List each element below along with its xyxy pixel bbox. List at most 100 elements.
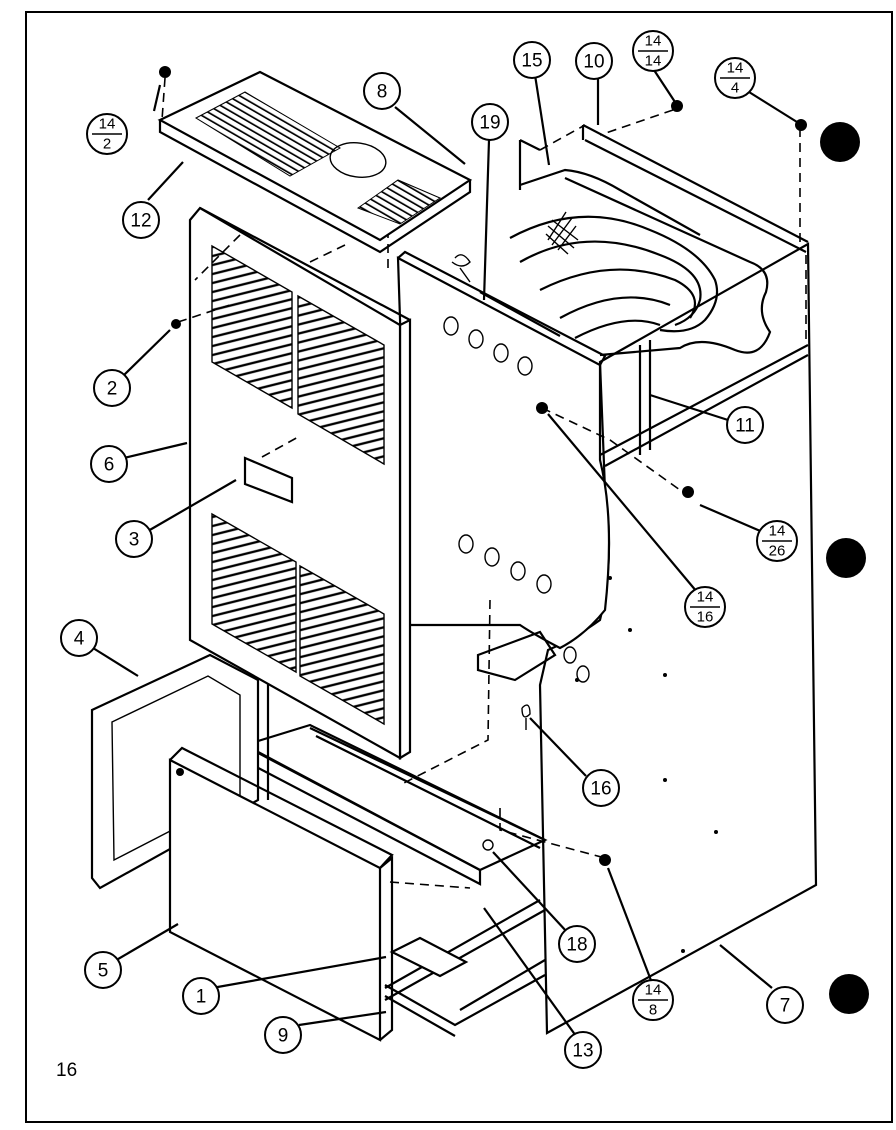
screw-lower-panel <box>176 768 184 776</box>
heat-exchanger-tube-3 <box>539 268 697 319</box>
side-hole-1 <box>563 646 577 664</box>
rating-label-plate <box>243 456 294 504</box>
callout-6-text: 6 <box>104 455 115 476</box>
callout-18-text: 18 <box>566 935 587 956</box>
shelf-bracket <box>476 630 557 682</box>
fraction-14-14-bottom: 14 <box>645 53 662 70</box>
callout-2: 2 <box>93 369 131 407</box>
callout-5: 5 <box>84 951 122 989</box>
callout-8: 8 <box>363 72 401 110</box>
fraction-14-26-bottom: 26 <box>769 543 786 560</box>
binder-holes <box>820 122 869 1014</box>
top-cover <box>157 70 473 254</box>
callout-16: 16 <box>582 769 620 807</box>
callout-12-text: 12 <box>130 211 151 232</box>
callout-1-text: 1 <box>196 987 207 1008</box>
fraction-callout-14-2: 14 2 <box>86 113 128 155</box>
screw-door <box>171 319 181 329</box>
assembly-guide-lines <box>161 77 807 889</box>
cabinet-back-wall <box>518 139 541 190</box>
fraction-14-2-bottom: 2 <box>103 136 111 153</box>
callout-3-text: 3 <box>129 530 140 551</box>
upper-port-holes <box>443 316 533 376</box>
lower-rail <box>384 974 546 1037</box>
callout-5-text: 5 <box>98 961 109 982</box>
louver-upper-right <box>297 294 385 466</box>
inner-panel-face <box>396 256 611 650</box>
sheet-border <box>25 11 893 1123</box>
filter-strip <box>389 936 469 978</box>
lower-panel-side-flange <box>379 855 394 1041</box>
base-tray-rail-back <box>309 727 546 849</box>
grommet-18 <box>482 839 494 851</box>
callout-10-text: 10 <box>583 52 604 73</box>
callout-12: 12 <box>122 201 160 239</box>
screws <box>159 66 807 866</box>
heat-exchanger-top-wall <box>519 168 701 236</box>
louver-lower-right <box>299 564 385 726</box>
door-panel <box>188 206 412 760</box>
callout-1: 1 <box>182 977 220 1015</box>
door-panel-top-edge <box>199 207 411 321</box>
screw-top-left <box>159 66 171 78</box>
fraction-14-4-bottom: 4 <box>731 80 739 97</box>
inner-front-panel <box>396 250 611 683</box>
callout-3: 3 <box>115 520 153 558</box>
callout-11-text: 11 <box>735 416 755 437</box>
binder-hole-top <box>820 122 860 162</box>
callout-4: 4 <box>60 619 98 657</box>
callout-4-text: 4 <box>74 629 85 650</box>
binder-hole-bottom <box>829 974 869 1014</box>
screw-rear <box>671 100 683 112</box>
callout-9-text: 9 <box>278 1026 289 1047</box>
callout-6: 6 <box>90 445 128 483</box>
heat-exchanger <box>509 168 772 357</box>
callout-16-text: 16 <box>590 779 611 800</box>
callout-18: 18 <box>558 925 596 963</box>
callout-10: 10 <box>575 42 613 80</box>
screw-lower-side <box>599 854 611 866</box>
lower-panel-top-flange <box>169 746 394 869</box>
fraction-14-16-top: 14 <box>697 589 714 606</box>
top-cover-grille-small <box>356 179 442 225</box>
top-cover-vent-opening <box>329 142 387 178</box>
callout-15-text: 15 <box>521 51 542 72</box>
callout-8-text: 8 <box>377 82 388 103</box>
wire-clip <box>451 254 471 283</box>
heat-exchanger-tube-4 <box>559 296 671 319</box>
leader-lines <box>92 66 798 1037</box>
top-cover-grille-large <box>194 91 342 177</box>
filter-frame-inner <box>111 675 241 862</box>
callout-7: 7 <box>766 986 804 1024</box>
fraction-callout-14-16: 14 16 <box>684 586 726 628</box>
callout-7-text: 7 <box>780 996 791 1017</box>
callout-19-text: 19 <box>479 113 500 134</box>
callout-13-text: 13 <box>572 1041 593 1062</box>
fraction-14-14-top: 14 <box>645 33 662 50</box>
pilot-spring-16 <box>521 704 531 730</box>
cabinet-bottom-rail <box>599 344 809 467</box>
inner-panel-top-lip <box>397 250 607 366</box>
lower-port-holes <box>458 534 552 594</box>
fraction-14-16-bottom: 16 <box>697 609 714 626</box>
fraction-14-8-bottom: 8 <box>649 1002 657 1019</box>
lower-access-panel <box>168 746 469 1042</box>
callout-11: 11 <box>726 406 764 444</box>
heat-exchanger-outline <box>564 176 772 357</box>
callout-2-text: 2 <box>107 379 118 400</box>
fraction-callout-14-4: 14 4 <box>714 57 756 99</box>
side-panel-dots <box>575 576 718 953</box>
page-number: 16 <box>56 1060 77 1081</box>
fraction-callout-14-14: 14 14 <box>632 30 674 72</box>
fraction-14-8-top: 14 <box>645 982 662 999</box>
cabinet-top-rail <box>581 124 809 253</box>
inner-panel-ridge <box>479 291 561 337</box>
top-cover-edge <box>158 120 472 254</box>
callout-15: 15 <box>513 41 551 79</box>
callout-19: 19 <box>471 103 509 141</box>
heat-exchanger-tube-5 <box>574 319 661 339</box>
screw-side <box>682 486 694 498</box>
binder-hole-middle <box>826 538 866 578</box>
callout-13: 13 <box>564 1031 602 1069</box>
